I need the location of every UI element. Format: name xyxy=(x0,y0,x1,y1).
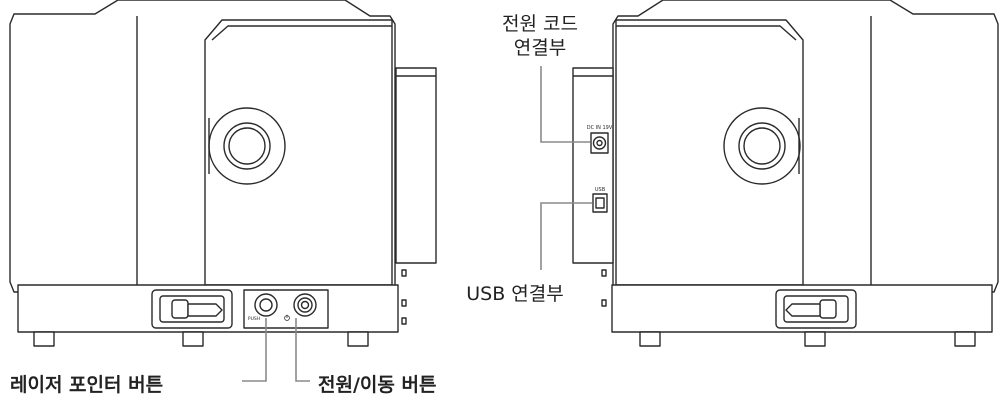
laser-pointer-label: 레이저 포인터 버튼 xyxy=(10,374,164,396)
power-move-label: 전원/이동 버튼 xyxy=(318,374,437,396)
power-move-leader-line xyxy=(295,318,310,382)
left-device-side-view xyxy=(9,0,437,347)
power-cord-label: 전원 코드 연결부 xyxy=(478,12,602,60)
laser-pointer-leader-line xyxy=(242,318,267,382)
dc-in-mark: DC IN 19V xyxy=(587,125,613,131)
power-cord-label-line2: 연결부 xyxy=(513,37,567,59)
power-move-button xyxy=(293,293,317,317)
power-cord-port xyxy=(590,132,609,154)
right-device-side-view xyxy=(572,0,999,347)
right-latch xyxy=(775,289,857,329)
usb-port xyxy=(592,193,608,213)
power-cord-label-line1: 전원 코드 xyxy=(502,13,578,35)
laser-pointer-button xyxy=(254,293,278,317)
push-mark: PUSH xyxy=(248,316,260,322)
power-symbol-icon xyxy=(284,314,290,321)
power-cord-leader-line xyxy=(540,66,590,143)
usb-label: USB 연결부 xyxy=(466,283,564,305)
left-latch xyxy=(151,289,233,329)
usb-mark: USB xyxy=(595,187,606,193)
usb-leader-line xyxy=(540,202,592,270)
